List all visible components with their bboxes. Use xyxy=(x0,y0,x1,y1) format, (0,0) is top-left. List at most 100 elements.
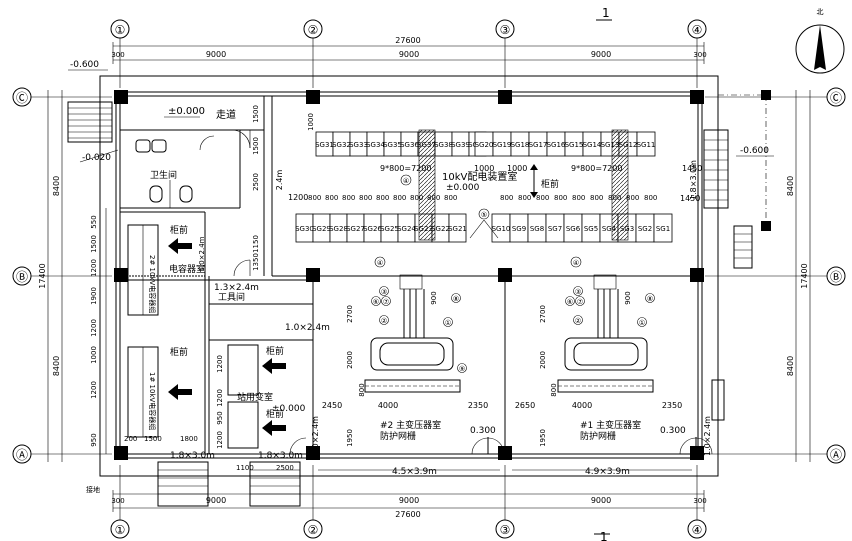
cabinet-label: SG5 xyxy=(584,225,598,233)
dim-small: 2700 xyxy=(539,305,547,323)
section-number: 1 xyxy=(602,6,610,20)
dim-span: 9000 xyxy=(399,496,419,505)
dim-width: 4000 xyxy=(572,401,592,410)
cabinet-label: SG6 xyxy=(566,225,581,233)
cabinet-label: SG16 xyxy=(547,141,566,149)
axis-label: ① xyxy=(115,23,126,37)
dim-small: 2350 xyxy=(662,401,682,410)
dim-span: 9000 xyxy=(591,496,611,505)
dim-edge: 300 xyxy=(693,51,706,59)
dim-small: 1800 xyxy=(180,435,198,443)
cabinet-label: SG10 xyxy=(492,225,511,233)
switchgear-cabinet: SG39 xyxy=(451,131,470,157)
dim-small: 950 xyxy=(90,433,98,446)
cabinet-label: SG29 xyxy=(312,225,331,233)
axis-label: Ⓑ xyxy=(16,270,28,284)
pitch-label: 800 xyxy=(500,194,513,202)
switchgear-cabinet: SG21 xyxy=(448,213,467,243)
dim-small: 1950 xyxy=(346,429,354,447)
tools-room: 工具间 1.3×2.4m xyxy=(214,259,259,303)
pitch-label: 800 xyxy=(308,194,321,202)
cabinet-front-label: 柜前 xyxy=(266,345,284,357)
switchgear-cabinet: SG35 xyxy=(383,131,402,157)
switchgear-cabinet: SG25 xyxy=(380,213,399,243)
dim-small: 900 xyxy=(430,291,438,304)
structural-columns xyxy=(114,90,771,460)
dim-small: 1500 xyxy=(90,235,98,253)
pitch-label: 800 xyxy=(590,194,603,202)
transformer-callouts: ③ ⑥ ⑦ ⑧ ② ① ⑨ ③ ⑥ ⑦ ⑧ ② ① xyxy=(371,286,655,373)
callout-label: ⑦ xyxy=(383,298,389,306)
level-mark: -0.020 xyxy=(82,153,111,163)
cabinet-label: SG1 xyxy=(656,225,670,233)
dim-small: 2000 xyxy=(346,351,354,369)
arrow-icon xyxy=(262,420,286,436)
dim-small: 1200 xyxy=(216,389,224,407)
opening-label: 1.8×3.0m xyxy=(170,451,215,461)
room-label-switchgear: 10kV配电装置室 xyxy=(442,170,517,183)
cabinet-label: SG11 xyxy=(637,141,656,149)
dim-span: 8400 xyxy=(52,176,61,196)
dim-total: 17400 xyxy=(800,263,809,288)
cabinet-label: SG38 xyxy=(434,141,453,149)
room-label-tr1: #1 主变压器室防护网栅 xyxy=(580,419,641,442)
pitch-label: 800 xyxy=(376,194,389,202)
dim-chain: 1450 xyxy=(682,164,702,173)
dim-small: 2000 xyxy=(539,351,547,369)
section-mark-top: 1 xyxy=(596,6,612,21)
room-label-aux: 站用变室 xyxy=(237,391,273,403)
dim-small: 1350 xyxy=(252,253,260,271)
dim-edge: 300 xyxy=(111,497,124,505)
cabinet-label: SG8 xyxy=(530,225,544,233)
level-mark: ±0.000 xyxy=(272,404,306,414)
switchgear-cabinet: SG2 xyxy=(635,213,655,243)
dim-chain: 1000 xyxy=(474,164,494,173)
axis-label: ① xyxy=(115,523,126,537)
dim-small: 1200 xyxy=(90,319,98,337)
dim-small: 200 xyxy=(124,435,137,443)
toilet-room: 卫生间 xyxy=(135,135,215,208)
callout-label: ② xyxy=(381,317,387,325)
dim-total: 17400 xyxy=(38,263,47,288)
cabinet-front-label: 柜前 xyxy=(170,224,188,236)
cabinet-row: SG10SG9SG8SG7SG6SG5SG4SG3SG2SG1 xyxy=(491,213,673,243)
opening-label: 1.8×3.0m xyxy=(258,451,303,461)
cabinet-label: SG19 xyxy=(493,141,512,149)
switchgear-cabinet: SG1 xyxy=(653,213,673,243)
axis-label: ④ xyxy=(692,23,703,37)
axis-bubbles-bottom: ① ② ③ ④ xyxy=(110,519,707,539)
callout-label: ④ xyxy=(573,259,579,267)
cabinet-label: SG15 xyxy=(565,141,584,149)
dim-total: 27600 xyxy=(395,510,420,519)
dim-small: 1200 xyxy=(90,259,98,277)
axis-label: ③ xyxy=(500,523,511,537)
dim-small: 2700 xyxy=(346,305,354,323)
dim-small: 2450 xyxy=(322,401,342,410)
dim-chain: 1450 xyxy=(680,194,700,203)
level-mark: -0.600 xyxy=(70,60,99,70)
dim-span: 8400 xyxy=(52,356,61,376)
pitch-label: 800 xyxy=(644,194,657,202)
switchgear-cabinet: SG16 xyxy=(546,131,566,157)
dim-small: 1500 xyxy=(144,435,162,443)
cabinet-label: SG20 xyxy=(475,141,494,149)
level-mark: ±0.000 xyxy=(446,183,480,193)
cable-trench xyxy=(418,129,436,241)
callout-label: ⑦ xyxy=(577,298,583,306)
dim-small: 1900 xyxy=(90,287,98,305)
pitch-label: 800 xyxy=(427,194,440,202)
dimension-bottom: 300 300 9000 9000 9000 27600 xyxy=(111,490,707,519)
cabinet-label: SG36 xyxy=(400,141,419,149)
dim-small: 1500 xyxy=(252,105,260,123)
cabinet-label: SG25 xyxy=(380,225,399,233)
pitch-label: 800 xyxy=(572,194,585,202)
dim-chain: 1200 xyxy=(288,193,308,202)
switchgear-room: SG31SG32SG33SG34SG35SG36SG37SG38SG39SG40… xyxy=(252,105,702,271)
aux-transformer-room: 柜前 柜前 站用变室 ±0.000 1.0×2.4m 1200 1200 950… xyxy=(216,323,330,455)
cabinet-label: SG27 xyxy=(346,225,365,233)
cabinet-label: SG9 xyxy=(512,225,526,233)
switchgear-cabinet: SG10 xyxy=(491,213,511,243)
opening-label: 4.9×3.9m xyxy=(585,467,630,477)
callout-label: ③ xyxy=(575,288,581,296)
